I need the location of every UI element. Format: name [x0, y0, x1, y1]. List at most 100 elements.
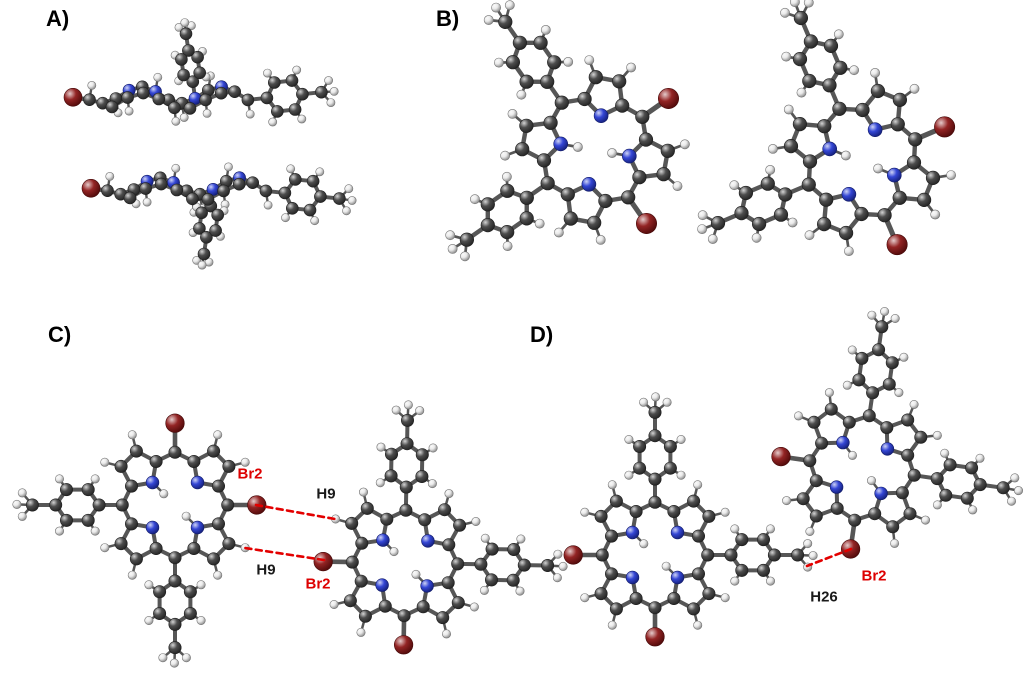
carbon-atom — [378, 599, 392, 613]
carbon-atom — [125, 479, 139, 493]
carbon-atom — [629, 591, 643, 605]
hydrogen-atom — [844, 246, 854, 256]
hydrogen-atom — [729, 180, 740, 191]
carbon-atom — [81, 513, 95, 527]
carbon-atom — [886, 520, 900, 534]
carbon-atom — [153, 606, 167, 620]
hydrogen-atom — [297, 114, 307, 124]
hydrogen-atom — [558, 561, 568, 571]
carbon-atom — [595, 548, 609, 562]
nitrogen-atom — [822, 141, 838, 157]
carbon-atom — [660, 143, 675, 158]
hydrogen-atom — [975, 453, 985, 463]
h-atoms — [782, 306, 1023, 548]
hydrogen-atom — [169, 658, 179, 668]
hydrogen-atom — [909, 83, 920, 94]
carbon-atom — [451, 596, 465, 610]
carbon-atom — [177, 68, 190, 82]
hydrogen-atom — [171, 116, 181, 126]
carbon-atom — [648, 405, 662, 419]
carbon-atom — [862, 409, 876, 423]
hydrogen-atom — [697, 224, 707, 234]
carbon-atom — [400, 437, 414, 451]
hydrogen-atom — [469, 194, 480, 205]
carbon-atom — [453, 518, 467, 532]
molecule — [771, 306, 1023, 559]
carbon-atom — [191, 50, 204, 64]
carbon-atom — [855, 351, 869, 365]
carbon-atom — [59, 483, 73, 497]
carbon-atom — [152, 92, 166, 106]
carbon-atom — [767, 548, 781, 562]
hydrogen-atom — [847, 450, 857, 460]
hydrogen-atom — [105, 171, 115, 181]
hydrogen-atom — [808, 551, 818, 561]
hydrogen-atom — [803, 0, 814, 8]
hydrogen-atom — [516, 89, 527, 100]
carbon-atom — [809, 474, 823, 488]
hydrogen-atom — [100, 457, 110, 467]
carbon-atom — [691, 567, 705, 581]
carbon-atom — [207, 444, 221, 458]
carbon-atom — [170, 183, 184, 197]
carbon-atom — [543, 115, 558, 130]
hydrogen-atom — [100, 543, 110, 553]
carbon-atom — [500, 183, 515, 198]
nitrogen-atom — [376, 533, 390, 547]
hydrogen-atom — [515, 586, 525, 596]
nitrogen-atom — [593, 108, 609, 123]
carbon-atom — [149, 454, 163, 468]
carbon-atom — [783, 139, 799, 154]
carbon-atom — [436, 611, 450, 625]
hydrogen-atom — [1006, 496, 1016, 506]
carbon-atom — [114, 459, 128, 473]
annotation-h9-upper-c: H9 — [316, 485, 336, 503]
bromine-atom — [63, 88, 83, 107]
carbon-atom — [803, 34, 819, 49]
carbon-atom — [187, 541, 201, 555]
carbon-atom — [168, 101, 181, 115]
carbon-atom — [925, 170, 941, 185]
hydrogen-atom — [847, 345, 857, 355]
hydrogen-atom — [607, 480, 617, 490]
carbon-atom — [380, 512, 394, 526]
panel-label-a: A) — [46, 6, 70, 31]
hydrogen-atom — [324, 76, 333, 85]
nitrogen-atom — [670, 570, 685, 585]
carbon-atom — [832, 101, 847, 116]
carbon-atom — [186, 192, 199, 206]
carbon-atom — [656, 167, 671, 182]
hydrogen-atom — [932, 500, 942, 510]
carbon-atom — [822, 78, 837, 93]
carbon-atom — [474, 557, 488, 571]
hydrogen-atom — [968, 505, 978, 515]
hydrogen-atom — [389, 547, 399, 557]
h-atoms — [697, 0, 956, 256]
carbon-atom — [667, 504, 681, 518]
hydrogen-atom — [315, 167, 325, 177]
hydrogen-atom — [824, 388, 834, 398]
panel-label-d: D) — [530, 322, 554, 347]
hydrogen-atom — [805, 526, 815, 536]
carbon-atom — [241, 93, 255, 107]
hydrogen-atom — [342, 206, 351, 216]
hydrogen-atom — [483, 15, 494, 25]
carbon-atom — [633, 461, 647, 475]
nitrogen-atom — [420, 579, 434, 593]
hydrogen-atom — [790, 0, 800, 7]
carbon-atom — [604, 529, 618, 543]
hydrogen-atom — [946, 170, 956, 180]
carbon-atom — [154, 177, 168, 191]
hydrogen-atom — [356, 627, 366, 637]
carbon-atom — [875, 320, 889, 334]
hydrogen-atom — [375, 478, 385, 488]
hydrogen-atom — [469, 602, 479, 612]
hydrogen-atom — [894, 388, 904, 398]
hydrogen-atom — [676, 434, 686, 444]
carbon-atom — [270, 105, 284, 118]
hydrogen-atom — [445, 230, 456, 241]
carbon-atom — [563, 211, 578, 226]
carbon-atom — [816, 217, 832, 232]
panel-label-b: B) — [436, 6, 460, 31]
carbon-atom — [285, 202, 299, 215]
